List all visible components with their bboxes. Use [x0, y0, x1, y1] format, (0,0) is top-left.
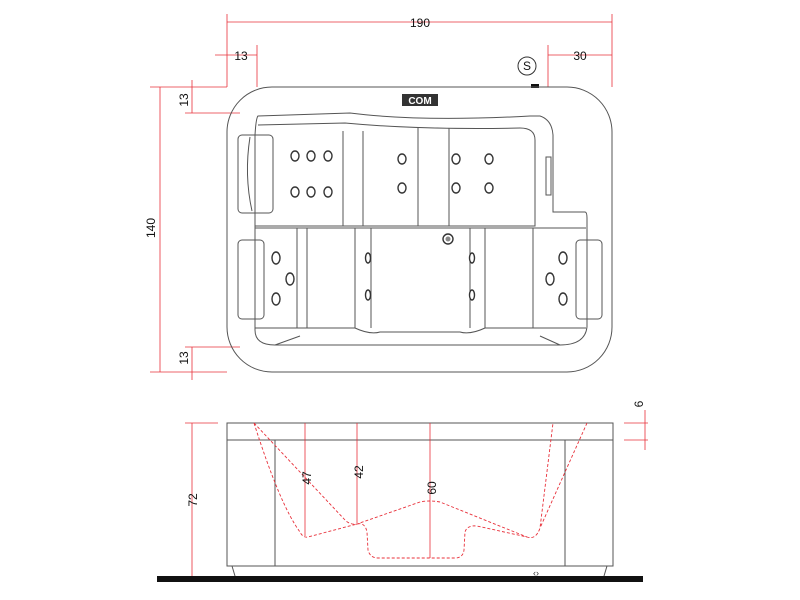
interior-profile	[253, 422, 554, 559]
jet-icon	[451, 153, 461, 165]
jet-icon	[558, 251, 568, 265]
service-marker-label: S	[523, 59, 531, 73]
jet-icon	[290, 186, 300, 198]
jet-icon	[364, 289, 372, 301]
com-label: COM	[408, 96, 431, 107]
ground-line	[157, 576, 643, 582]
jet-icon	[558, 292, 568, 306]
seat-depth-2-label: 42	[352, 465, 366, 479]
dim-seat-depth-1: 47	[300, 423, 314, 536]
control-panel	[545, 156, 552, 196]
headrest-main	[237, 134, 274, 214]
dim-length: 190	[226, 14, 613, 87]
rim-bottom-label: 13	[177, 351, 191, 365]
jet-icon	[468, 289, 476, 301]
tub-inner-basin	[254, 112, 588, 346]
side-rim	[226, 422, 614, 441]
tub-outer-rim	[226, 86, 613, 373]
width-label: 140	[144, 218, 158, 238]
jet-icon	[545, 272, 555, 286]
rim-left-label: 13	[234, 49, 248, 63]
dim-side-height: 72	[185, 422, 218, 576]
dim-rim-bottom: 13	[177, 346, 240, 380]
service-marker: S	[517, 56, 539, 88]
side-view: ‹› 72 6 47 42 60	[157, 400, 648, 582]
dim-service-offset: 30	[547, 45, 612, 87]
com-badge: COM	[402, 94, 438, 107]
max-depth-label: 60	[425, 481, 439, 495]
seat-depth-1-label: 47	[300, 471, 314, 485]
leveling-foot-icon: ‹›	[533, 568, 539, 578]
length-label: 190	[410, 16, 430, 30]
jet-icon	[397, 182, 407, 194]
dim-seat-depth-2: 42	[352, 423, 366, 523]
jet-icon	[290, 150, 300, 162]
dim-width: 140	[144, 86, 227, 373]
jet-icon	[451, 182, 461, 194]
jet-icon	[306, 186, 316, 198]
jet-icon	[323, 150, 333, 162]
jet-icon	[271, 292, 281, 306]
service-offset-label: 30	[573, 49, 587, 63]
rim-thickness-label: 6	[632, 400, 646, 407]
jet-icon	[484, 153, 494, 165]
dim-max-depth: 60	[425, 423, 439, 558]
dim-rim-top: 13	[177, 80, 240, 114]
jet-icon	[484, 182, 494, 194]
height-label: 72	[186, 493, 200, 507]
jet-icon	[397, 153, 407, 165]
dim-rim-left: 13	[215, 45, 258, 87]
jet-icon	[285, 272, 295, 286]
jet-icon	[323, 186, 333, 198]
rim-top-label: 13	[177, 93, 191, 107]
jet-icon	[306, 150, 316, 162]
jets	[271, 150, 568, 306]
dim-rim-thickness: 6	[624, 400, 648, 450]
jet-icon	[271, 251, 281, 265]
jet-icon	[364, 252, 372, 264]
side-body	[226, 439, 614, 567]
jet-icon	[468, 252, 476, 264]
headrest-left	[237, 239, 265, 320]
headrest-right	[575, 239, 603, 320]
top-view: COM	[226, 86, 613, 373]
drain-icon	[442, 233, 454, 245]
